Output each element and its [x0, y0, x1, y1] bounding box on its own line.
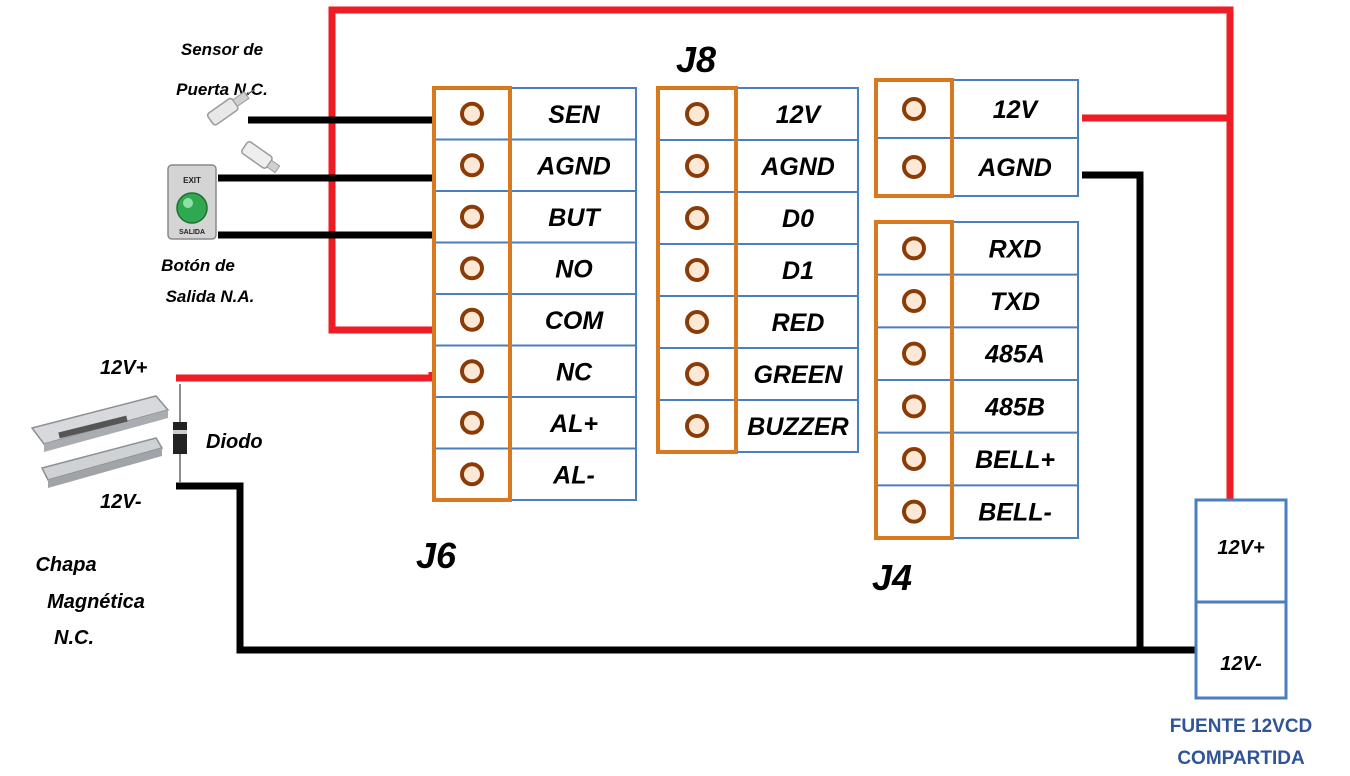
j6-pin-label-but: BUT: [548, 204, 602, 232]
door-sensor: Sensor de Puerta N.C.: [176, 40, 281, 174]
j6-terminal-sen: [460, 101, 484, 126]
power-housing: [874, 78, 954, 198]
door-sensor-icon: [206, 88, 281, 174]
j6-terminal-alplus: [460, 410, 484, 435]
exit-button-label-1: Botón de: [161, 256, 235, 275]
psu-caption-2: COMPARTIDA: [1177, 748, 1305, 769]
j8-terminal-d1: [685, 258, 709, 282]
j6-pin-label-sen: SEN: [548, 101, 600, 129]
maglock-label-1: Chapa: [35, 554, 96, 576]
diode-label: Diodo: [206, 431, 263, 453]
power_block-terminal-12v: [902, 97, 926, 121]
wire-lock-minus: [176, 482, 1196, 654]
j4-terminal-485b: [902, 394, 926, 419]
j8-terminal-d0: [685, 206, 709, 230]
j4-pin-label-txd: TXD: [990, 288, 1040, 316]
j8-pin-label-buzzer: BUZZER: [747, 413, 848, 441]
j8-terminal-buzzer: [685, 414, 709, 438]
j4-terminal-rxd: [902, 236, 926, 261]
j4-pin-label-rxd: RXD: [989, 235, 1042, 263]
j6-terminal-nc: [460, 359, 484, 384]
j8-pin-label-agnd: AGND: [760, 153, 835, 181]
wires: [176, 6, 1234, 654]
j6-title: J6: [416, 535, 457, 576]
j4-terminal-485a: [902, 341, 926, 366]
j8-pin-label-d0: D0: [782, 205, 814, 233]
j4-housing: [874, 220, 954, 540]
maglock-icon: [30, 395, 170, 488]
j6-housing: [432, 86, 512, 502]
exit-button: EXIT SALIDA Botón de Salida N.A.: [161, 164, 255, 306]
j8-terminal-red: [685, 310, 709, 334]
j8-pin-label-12v: 12V: [776, 101, 823, 129]
connector-power-block: 12V AGND: [874, 78, 1079, 198]
psu-plus-box: [1194, 498, 1288, 604]
j8-pin-label-red: RED: [772, 309, 825, 337]
j4-pin-label-485b: 485B: [984, 393, 1045, 421]
j6-terminal-no: [460, 256, 484, 281]
psu-caption-1: FUENTE 12VCD: [1170, 716, 1313, 737]
maglock-minus-label: 12V-: [100, 491, 142, 513]
psu-minus-box: [1194, 600, 1288, 700]
j6-terminal-agnd: [460, 153, 484, 178]
j6-pin-label-no: NO: [555, 255, 593, 283]
j6-pin-label-agnd: AGND: [536, 152, 611, 180]
j8-terminal-green: [685, 362, 709, 386]
j6-pin-label-alplus: AL+: [549, 410, 598, 438]
j4-pin-label-bellminus: BELL-: [978, 499, 1052, 527]
j6-terminal-alminus: [460, 462, 484, 487]
j4-terminal-txd: [902, 289, 926, 313]
j8-terminal-12v: [685, 102, 709, 126]
power_block-pin-label-12v: 12V: [993, 96, 1040, 124]
j4-title: J4: [872, 557, 912, 598]
j6-pin-label-nc: NC: [556, 358, 593, 386]
j4-pin-label-485a: 485A: [984, 341, 1045, 369]
wire-com-12v: [328, 6, 1234, 334]
j4-terminal-bellplus: [902, 447, 926, 471]
exit-button-top-text: EXIT: [183, 176, 201, 185]
j4-terminal-bellminus: [902, 499, 926, 524]
j8-pin-label-d1: D1: [782, 257, 814, 285]
exit-button-label-2: Salida N.A.: [166, 287, 255, 306]
wire-ground: [1082, 171, 1144, 650]
j6-terminal-but: [460, 204, 484, 229]
exit-button-icon: EXIT SALIDA: [167, 164, 217, 240]
maglock-label-3: N.C.: [54, 627, 94, 649]
j6-pin-label-alminus: AL-: [552, 461, 595, 489]
j8-terminal-agnd: [685, 154, 709, 178]
power-supply: 12V+ 12V- FUENTE 12VCD COMPARTIDA: [1170, 498, 1313, 769]
j6-pin-label-com: COM: [545, 307, 605, 335]
j6-terminal-com: [460, 307, 484, 332]
j8-housing: [656, 86, 738, 454]
maglock-label-2: Magnética: [47, 591, 145, 613]
diode-icon: [173, 384, 187, 482]
power_block-pin-label-agnd: AGND: [977, 154, 1052, 182]
maglock-plus-label: 12V+: [100, 357, 148, 379]
door-sensor-label-1: Sensor de: [181, 40, 263, 59]
psu-minus-label: 12V-: [1220, 653, 1262, 675]
j4-pin-label-bellplus: BELL+: [975, 446, 1055, 474]
power_block-terminal-agnd: [902, 155, 926, 179]
wire-lock-plus: [176, 372, 436, 382]
connector-j4: RXD TXD 485A 485B BELL+ BELL- J4: [872, 220, 1079, 598]
j8-pin-label-green: GREEN: [754, 361, 844, 389]
j8-title: J8: [676, 39, 716, 80]
exit-button-bottom-text: SALIDA: [179, 229, 205, 236]
psu-plus-label: 12V+: [1217, 537, 1265, 559]
magnetic-lock: 12V+ 12V- Diodo Chapa Magnética N.C.: [30, 357, 263, 649]
connector-j6: SEN AGND BUT NO COM NC AL+ AL- J6: [416, 86, 637, 576]
